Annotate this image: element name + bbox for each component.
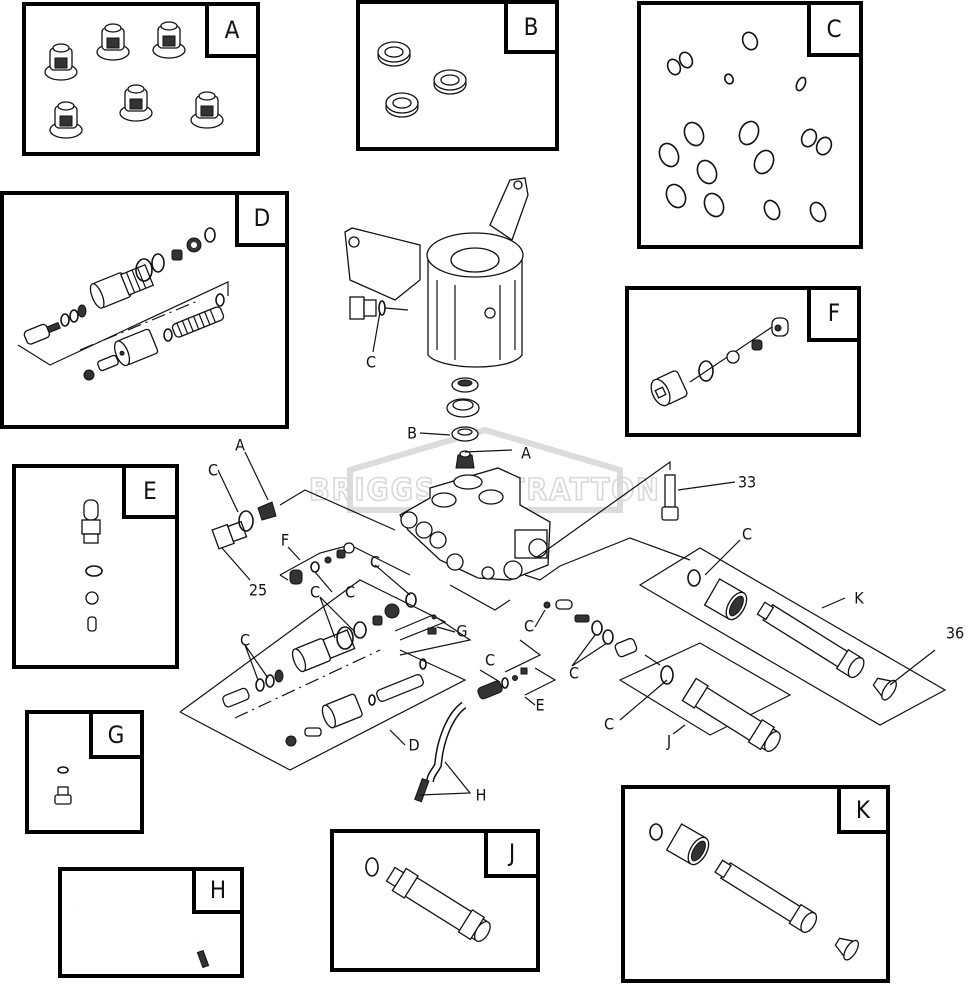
bolt-icon — [661, 474, 679, 521]
kit-box-h[interactable]: H — [58, 867, 244, 978]
kit-label-f: F — [828, 299, 840, 327]
callout-c-outlet-3: C — [604, 715, 614, 734]
callout-b: B — [407, 424, 417, 443]
kit-box-g[interactable]: G — [25, 710, 144, 834]
kit-label-c: C — [826, 15, 841, 43]
unloader-assembly-icon — [17, 227, 229, 381]
callout-c-unloader-3: C — [240, 631, 250, 650]
o-ring-icon — [658, 31, 833, 223]
unloader-parts-icon — [179, 579, 467, 771]
callout-a-left: A — [235, 436, 245, 455]
callout-25: 25 — [249, 581, 267, 600]
manifold-icon — [399, 467, 551, 581]
callout-c: C — [366, 353, 376, 372]
hose-icon — [74, 904, 210, 969]
outlet-parts-icon — [524, 537, 792, 753]
callout-c-outlet-1: C — [524, 617, 534, 636]
kit-label-b: B — [524, 13, 539, 41]
outlet-fitting-icon — [365, 857, 491, 943]
leader-lines — [217, 311, 936, 796]
kit-box-f[interactable]: F — [625, 286, 861, 437]
kit-box-c[interactable]: C — [637, 1, 863, 249]
kit-box-j[interactable]: J — [330, 829, 540, 972]
callout-33: 33 — [738, 473, 756, 492]
injector-assembly-icon — [81, 499, 103, 632]
callout-c-outlet-2: C — [569, 664, 579, 683]
inlet-parts-icon — [638, 547, 947, 726]
callout-h: H — [476, 786, 487, 805]
left-port-parts-icon — [211, 489, 396, 550]
relief-valve-icon — [650, 317, 789, 407]
callout-k: K — [854, 589, 864, 608]
callout-c-injector: C — [485, 651, 495, 670]
kit-label-g: G — [108, 721, 125, 749]
callout-f: F — [281, 531, 289, 550]
kit-label-k: K — [856, 796, 871, 824]
kit-label-a: A — [225, 16, 240, 44]
callout-a: A — [521, 444, 531, 463]
callout-c-left: C — [208, 461, 218, 480]
crankcase-icon — [344, 177, 529, 368]
check-valve-icon — [44, 21, 224, 139]
callout-g: G — [456, 622, 467, 641]
kit-box-b[interactable]: B — [356, 0, 559, 151]
seal-stack-icon — [446, 377, 480, 469]
kit-box-e[interactable]: E — [12, 464, 179, 669]
injector-parts-icon — [394, 584, 557, 700]
kit-label-d: D — [254, 204, 271, 232]
hose-parts-icon — [414, 701, 467, 803]
plug-icon — [54, 766, 72, 805]
relief-parts-icon — [279, 542, 411, 585]
kit-label-h: H — [210, 876, 226, 904]
kit-label-j: J — [507, 839, 515, 867]
inlet-fitting-icon — [649, 823, 859, 961]
callout-c-f: C — [345, 583, 355, 602]
kit-box-d[interactable]: D — [0, 191, 289, 429]
callout-e: E — [535, 696, 544, 715]
callout-labels: C B A A C 25 F C C C C G C E D H 33 C K … — [208, 353, 964, 805]
callout-c-unloader-2: C — [310, 583, 320, 602]
seal-icon — [377, 41, 467, 118]
kit-box-k[interactable]: K — [621, 785, 890, 983]
callout-d: D — [408, 736, 419, 755]
callout-j: J — [666, 732, 671, 751]
drain-plug-icon — [349, 296, 409, 320]
callout-c-unloader-1: C — [370, 553, 380, 572]
kit-box-a[interactable]: A — [22, 2, 260, 156]
callout-c-inlet: C — [742, 525, 752, 544]
kit-label-e: E — [143, 477, 157, 505]
callout-36: 36 — [946, 624, 964, 643]
